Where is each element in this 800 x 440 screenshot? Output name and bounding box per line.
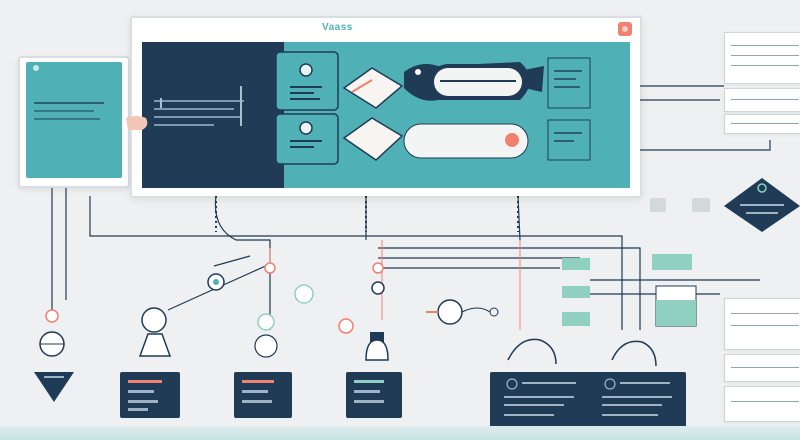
main-window: Vaass [130,16,642,198]
lamp-icon [138,307,172,357]
doc-card-2 [724,88,800,112]
diamond-shapes [342,67,404,161]
ring-node-icon [426,299,499,325]
dark-card-3 [346,372,402,418]
card-bar [354,380,384,383]
capsule-bottom [403,123,529,159]
wide-card-content [504,378,672,416]
diamond-icon [724,178,800,232]
card-bar [354,400,384,403]
info-box-top [275,51,339,111]
doc-line [731,45,799,46]
card-bar [128,408,148,411]
close-icon [622,26,628,32]
card-bar [242,390,268,393]
info-box-bottom [275,113,339,165]
dark-card-1 [120,372,180,418]
window-title: Vaass [322,22,353,33]
left-panel-lines [33,65,104,120]
ring-node-icon [207,273,225,291]
doc-card-5 [724,354,800,382]
dark-pane [142,42,284,188]
card-bar [128,400,158,403]
small-grey-boxes [650,198,710,212]
lamp-icon [365,332,389,361]
ring-node-icon [39,309,65,357]
doc-card-6 [724,386,800,422]
capsule-top [404,62,544,101]
ring-node-icon [371,281,385,295]
dark-card-2 [234,372,292,418]
dark-pane-text [154,86,244,126]
lamp-icon [338,318,354,334]
card-bar [242,400,272,403]
connector-lines [51,85,771,330]
bottom-strip [0,426,800,440]
left-panel [18,56,130,188]
chain-links [215,196,519,232]
doc-card-4 [724,298,800,350]
ring-node-icon [254,313,278,358]
doc-line [731,123,799,124]
doc-line [731,313,799,314]
doc-card-1 [724,32,800,84]
dark-card-wide [490,372,686,428]
card-bar [242,380,274,383]
card-bar [354,390,380,393]
doc-card-3 [724,114,800,134]
teal-mini-panels [547,57,591,161]
close-button[interactable] [618,22,632,36]
doc-line [731,65,799,66]
doc-line [731,367,799,368]
ring-node-icon [264,262,276,274]
doc-line [731,99,799,100]
doc-line [731,55,799,56]
hook-icon [126,116,148,130]
ring-node-icon [372,262,384,274]
funnel-icon [34,372,74,402]
mint-blocks [562,254,697,327]
doc-line [731,325,799,326]
doc-line [731,401,799,402]
card-bar [128,380,162,383]
card-bar [128,390,154,393]
ring-node-icon [294,284,314,304]
headset-icon [507,338,657,367]
